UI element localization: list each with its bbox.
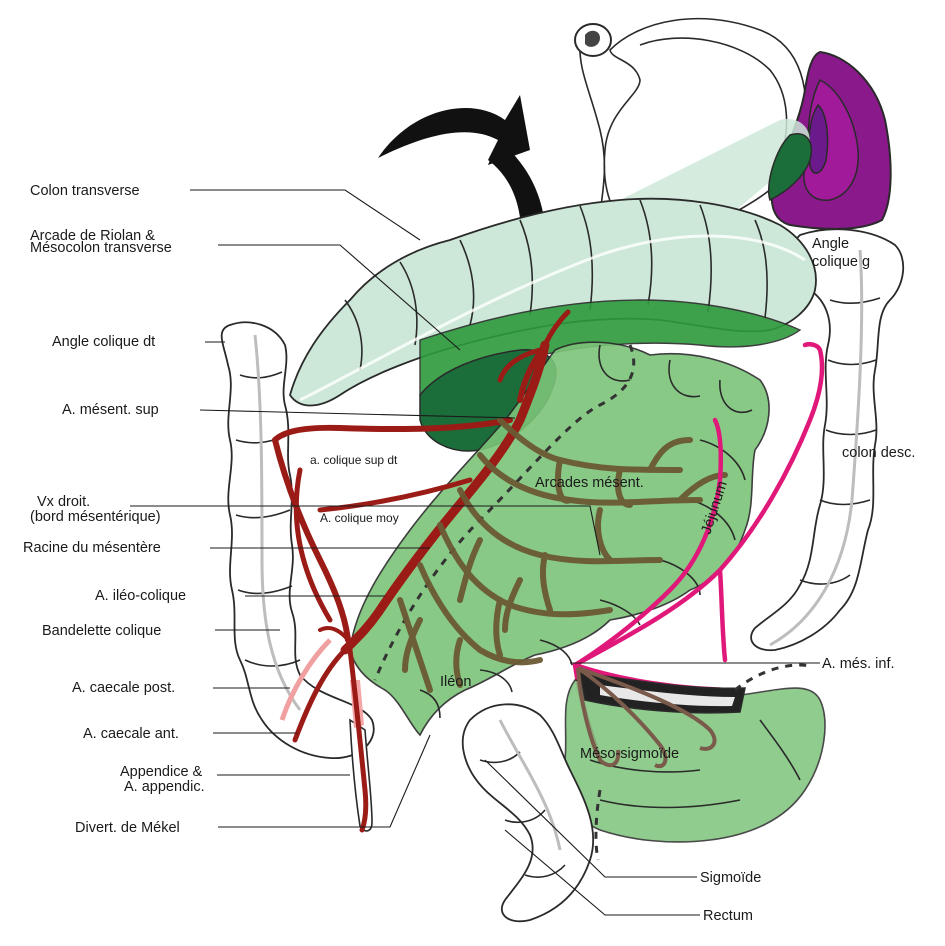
label-arcade-riolan-2: Mésocolon transverse	[30, 240, 172, 256]
label-divert-mekel: Divert. de Mékel	[75, 820, 180, 836]
label-vx-droit-2: (bord mésentérique)	[30, 509, 161, 525]
label-sigmoide: Sigmoïde	[700, 870, 761, 886]
label-angle-colique-dt: Angle colique dt	[52, 334, 155, 350]
label-a-colique-sup-dt: a. colique sup dt	[310, 453, 398, 467]
label-bandelette-colique: Bandelette colique	[42, 623, 161, 639]
label-ileon: Iléon	[440, 674, 471, 690]
label-angle-colique-g-1: Angle	[812, 236, 849, 252]
label-a-caecale-ant: A. caecale ant.	[83, 726, 179, 742]
label-a-mes-inf: A. més. inf.	[822, 656, 895, 672]
label-racine-mesentere: Racine du mésentère	[23, 540, 161, 556]
label-a-caecale-post: A. caecale post.	[72, 680, 175, 696]
label-angle-colique-g-2: colique g	[812, 254, 870, 270]
label-meso-sigmoide: Méso-sigmoïde	[580, 746, 679, 762]
label-colon-transverse: Colon transverse	[30, 183, 140, 199]
label-a-colique-moy: A. colique moy	[320, 511, 399, 525]
esophagus-outline	[580, 40, 605, 220]
label-appendice-2: A. appendic.	[124, 779, 205, 795]
label-a-mesent-sup: A. mésent. sup	[62, 402, 159, 418]
label-colon-desc: colon desc.	[842, 445, 915, 461]
label-vx-droit-1: Vx droit.	[37, 494, 90, 510]
label-rectum: Rectum	[703, 908, 753, 924]
label-appendice-1: Appendice &	[120, 764, 203, 780]
label-a-ileo-colique: A. iléo-colique	[95, 588, 186, 604]
label-arcades-mesent: Arcades mésent.	[535, 475, 644, 491]
